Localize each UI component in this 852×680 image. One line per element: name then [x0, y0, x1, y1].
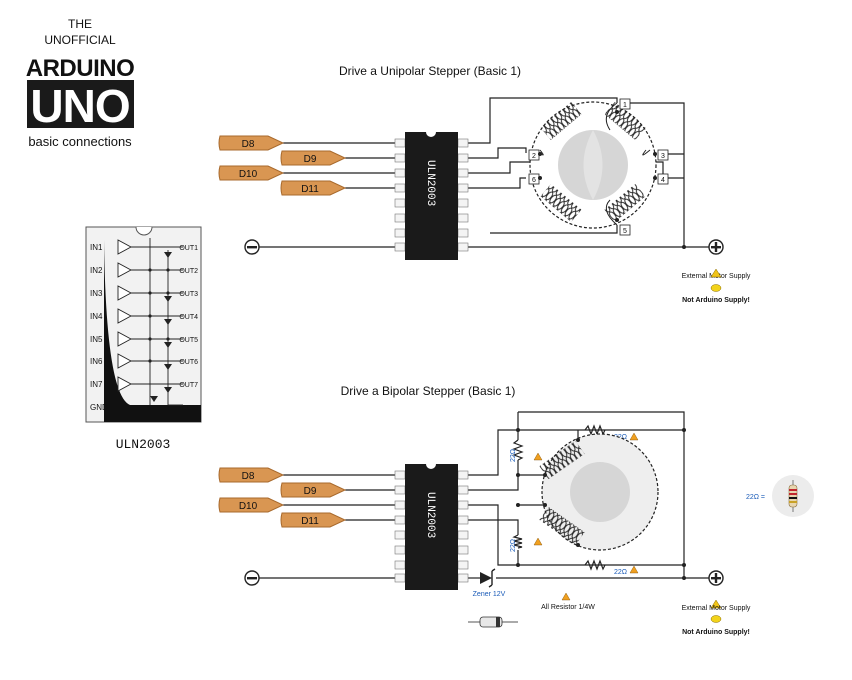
bipolar-plus-symbol: [708, 570, 724, 586]
warning-icon: [710, 268, 722, 278]
unipolar-wires: [258, 97, 710, 248]
unipolar-gnd-symbol: [244, 239, 260, 255]
bipolar-supply-line-2: Not Arduino Supply!: [682, 629, 750, 636]
resistor-legend-label: 22Ω =: [746, 494, 765, 501]
uln2003-internal-diagram: ULN2003 IN1 IN2 IN3 IN4 IN5 IN6 IN7 GND …: [85, 226, 202, 452]
unipolar-pin-d8-label: D8: [242, 139, 255, 150]
motor-terminal-2: 2: [532, 153, 536, 160]
bipolar-r2-label: 22Ω: [510, 539, 517, 552]
unipolar-ic-label: ULN2003: [424, 160, 436, 206]
chip-in-3: IN3: [90, 289, 103, 298]
unipolar-pin-d11-label: D11: [301, 184, 319, 195]
motor-terminal-5: 5: [623, 228, 627, 235]
chip-title: ULN2003: [116, 437, 171, 452]
unipolar-pin-d10-label: D10: [239, 169, 258, 180]
logo-unofficial: UNOFFICIAL: [44, 33, 116, 47]
unipolar-pin-d8: D8: [218, 135, 285, 151]
bipolar-pin-d10: D10: [218, 497, 285, 513]
chip-internal-wires: [131, 238, 183, 406]
chip-buffers: [117, 239, 132, 392]
logo-arduino: ARDUINO: [26, 55, 135, 82]
unipolar-title: Drive a Unipolar Stepper (Basic 1): [339, 64, 521, 78]
unipolar-stepper-motor: 1 2 3 4 5 6: [528, 98, 686, 249]
unipolar-plus-symbol: [708, 239, 724, 255]
chip-out-3: OUT3: [179, 291, 198, 298]
bipolar-circuit: Drive a Bipolar Stepper (Basic 1): [218, 384, 814, 636]
bipolar-stepper-motor: [516, 428, 686, 580]
chip-in-7: IN7: [90, 380, 103, 389]
motor-terminal-1: 1: [623, 102, 627, 109]
chip-out-2: OUT2: [179, 268, 198, 275]
chip-com: COM: [182, 405, 199, 412]
chip-in-5: IN5: [90, 335, 103, 344]
zener-part-drawing: [468, 616, 518, 628]
bipolar-r3-label: 22Ω: [614, 434, 627, 441]
bipolar-pin-d9: D9: [280, 482, 347, 498]
logo-the: THE: [68, 17, 92, 31]
unipolar-ic: ULN2003: [394, 132, 469, 260]
chip-diodes: [150, 252, 172, 402]
bipolar-pin-d11: D11: [280, 512, 347, 528]
stop-icon: [710, 615, 722, 623]
bipolar-ic-label: ULN2003: [424, 492, 436, 538]
motor-terminal-3: 3: [661, 153, 665, 160]
chip-in-1: IN1: [90, 243, 103, 252]
bipolar-pin-d11-label: D11: [301, 516, 319, 527]
bipolar-pin-d10-label: D10: [239, 501, 258, 512]
logo-tagline: basic connections: [28, 134, 132, 149]
chip-out-7: OUT7: [179, 382, 198, 389]
bipolar-supply-line-1: External Motor Supply: [682, 605, 751, 612]
bipolar-ic: ULN2003: [394, 464, 469, 590]
resistor-note: All Resistor 1/4W: [541, 604, 595, 611]
resistor-legend: 22Ω =: [746, 475, 814, 517]
logo-uno-box: [27, 80, 134, 128]
bipolar-pin-d9-label: D9: [304, 486, 317, 497]
resistor-note-warning-icon: [561, 592, 571, 601]
chip-junctions: [148, 268, 170, 363]
chip-outline: [85, 226, 202, 423]
bipolar-resistors: [512, 424, 606, 571]
chip-out-6: OUT6: [179, 359, 198, 366]
chip-in-6: IN6: [90, 357, 103, 366]
zener-label: Zener 12V: [473, 591, 506, 598]
motor-terminal-4: 4: [661, 177, 665, 184]
bipolar-supply-note: External Motor Supply Not Arduino Supply…: [682, 599, 751, 636]
chip-gnd: GND: [90, 403, 108, 412]
bipolar-r4-label: 22Ω: [614, 569, 627, 576]
unipolar-supply-note: External Motor Supply Not Arduino Supply…: [682, 268, 751, 304]
logo: THE UNOFFICIAL ARDUINO UNO basic connect…: [26, 17, 135, 149]
chip-out-4: OUT4: [179, 314, 198, 321]
chip-in-2: IN2: [90, 266, 103, 275]
bipolar-resistor-warning-icons: [533, 432, 639, 574]
bipolar-wires: [258, 411, 710, 579]
unipolar-pin-d11: D11: [280, 180, 347, 196]
unipolar-circuit: Drive a Unipolar Stepper (Basic 1) D8 D9: [218, 64, 751, 304]
unipolar-supply-line-2: Not Arduino Supply!: [682, 297, 750, 304]
unipolar-pin-d9-label: D9: [304, 154, 317, 165]
bipolar-pin-d8: D8: [218, 467, 285, 483]
chip-out-1: OUT1: [179, 245, 198, 252]
chip-out-5: OUT5: [179, 337, 198, 344]
logo-uno: UNO: [30, 80, 129, 132]
unipolar-pin-d10: D10: [218, 165, 285, 181]
bipolar-pin-d8-label: D8: [242, 471, 255, 482]
stop-icon: [710, 284, 722, 292]
bipolar-r1-label: 22Ω: [510, 449, 517, 462]
motor-terminal-6: 6: [532, 177, 536, 184]
unipolar-pin-d9: D9: [280, 150, 347, 166]
bipolar-title: Drive a Bipolar Stepper (Basic 1): [341, 384, 516, 398]
chip-in-4: IN4: [90, 312, 103, 321]
warning-icon: [710, 599, 722, 609]
bipolar-zener-diode: Zener 12V: [473, 568, 506, 598]
bipolar-gnd-symbol: [244, 570, 260, 586]
